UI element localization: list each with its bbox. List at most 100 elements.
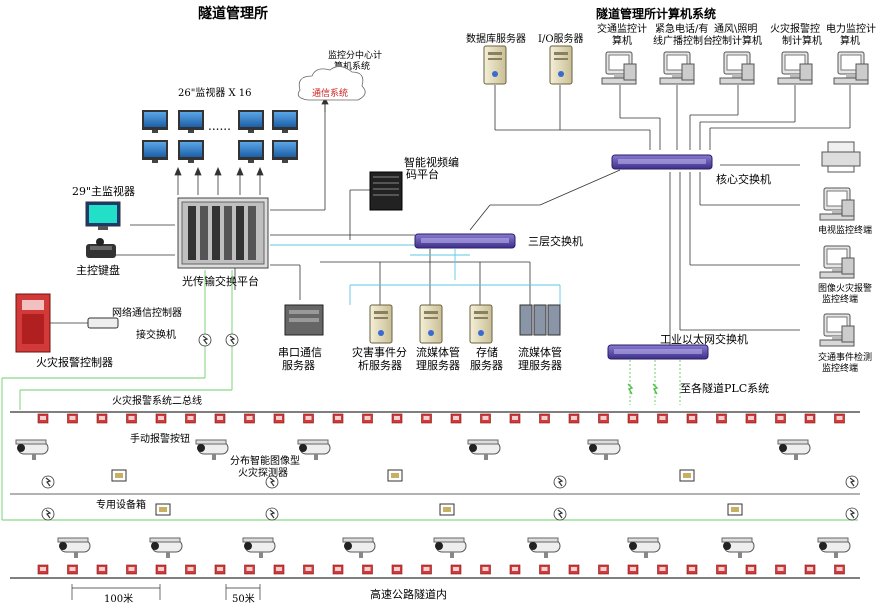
monitors-label: 26"监视器 X 16 bbox=[178, 86, 252, 99]
manual-alarm-button bbox=[627, 564, 639, 575]
manual-alarm-button bbox=[155, 413, 167, 424]
camera-icon bbox=[57, 537, 91, 559]
layer3-switch bbox=[414, 233, 516, 249]
camera-icon bbox=[15, 439, 49, 461]
manual-alarm-button bbox=[568, 413, 580, 424]
left-title: 隧道管理所 bbox=[198, 5, 268, 22]
tv-terminal-label: 电视监控终端 bbox=[818, 224, 872, 236]
dimension-lines bbox=[71, 584, 261, 600]
cyan-links bbox=[270, 244, 561, 305]
fire-pc-l1: 火灾报警控 bbox=[770, 22, 820, 35]
core-switch bbox=[611, 154, 713, 170]
power-pc-l2: 算机 bbox=[840, 34, 860, 47]
vent-pc-l1: 通风\照明 bbox=[714, 23, 757, 35]
manual-alarm-button bbox=[244, 564, 255, 575]
equipment-box-icon bbox=[387, 469, 403, 482]
manual-alarm-button bbox=[598, 564, 609, 575]
manual-alarm-button bbox=[716, 564, 727, 575]
camera-icon bbox=[777, 439, 811, 461]
media1-l2: 理服务器 bbox=[416, 359, 460, 372]
camera-icon bbox=[342, 537, 376, 559]
manual-alarm-button bbox=[627, 413, 639, 424]
manual-alarm-button bbox=[362, 564, 373, 575]
manual-alarm-button bbox=[539, 413, 550, 424]
manual-alarm-button bbox=[67, 564, 78, 575]
industrial-switch bbox=[607, 344, 709, 360]
plc-label: 至各隧道PLC系统 bbox=[680, 381, 769, 395]
manual-alarm-button bbox=[96, 564, 108, 575]
disaster-l1: 灾害事件分 bbox=[352, 345, 407, 359]
manual-alarm-button bbox=[834, 564, 845, 575]
manual-buttons-bottom bbox=[37, 564, 845, 575]
network-links bbox=[110, 85, 851, 345]
manual-alarm-button bbox=[185, 413, 196, 424]
storage-l1: 存储 bbox=[476, 345, 498, 359]
manual-alarm-button bbox=[185, 564, 196, 575]
camera-icon bbox=[721, 537, 755, 559]
dim-50: 50米 bbox=[232, 592, 255, 605]
manual-alarm-button bbox=[480, 413, 491, 424]
manual-alarm-button bbox=[568, 564, 580, 575]
bolt-icon bbox=[553, 507, 567, 521]
manual-alarm-button bbox=[775, 564, 786, 575]
industrial-switch-label: 工业以太网交换机 bbox=[660, 332, 748, 346]
manual-alarm-button bbox=[273, 413, 285, 424]
codec-l1: 智能视频编 bbox=[404, 155, 459, 169]
layer3-switch-label: 三层交换机 bbox=[528, 234, 583, 248]
manual-alarm-button bbox=[834, 413, 845, 424]
camera-icon bbox=[817, 537, 851, 559]
manual-alarm-button bbox=[37, 564, 49, 575]
bolt-icon bbox=[265, 475, 279, 489]
net-ctrl-l1: 网络通信控制器 bbox=[112, 306, 182, 319]
bolt-icon bbox=[553, 475, 567, 489]
io-server bbox=[549, 45, 573, 85]
keyboard-label: 主控键盘 bbox=[76, 263, 120, 277]
manual-alarm-button bbox=[450, 564, 462, 575]
manual-alarm-button bbox=[37, 413, 49, 424]
detector-l2: 火灾探测器 bbox=[238, 466, 288, 479]
main-monitor-label: 29"主监视器 bbox=[72, 184, 135, 198]
manual-alarm-button bbox=[509, 413, 521, 424]
media1-l1: 流媒体管 bbox=[416, 345, 460, 359]
tunnel-label: 高速公路隧道内 bbox=[370, 587, 447, 601]
fire-bus-label: 火灾报警系统二总线 bbox=[112, 394, 202, 407]
green-links bbox=[1, 270, 858, 521]
manual-alarm-button bbox=[657, 413, 668, 424]
net-ctrl-l2: 接交换机 bbox=[136, 328, 176, 341]
io-server-label: I/O服务器 bbox=[538, 32, 584, 45]
manual-alarm-button bbox=[686, 564, 698, 575]
manual-alarm-button bbox=[775, 413, 786, 424]
terminal-computers bbox=[819, 187, 855, 347]
bolt-icon bbox=[41, 475, 55, 489]
manual-alarm-button bbox=[126, 564, 137, 575]
manual-alarm-button bbox=[332, 564, 344, 575]
manual-alarm-button bbox=[480, 564, 491, 575]
bolt-icon bbox=[845, 475, 859, 489]
traffic-pc-l2: 算机 bbox=[612, 34, 632, 47]
detector-cameras-row1 bbox=[15, 439, 811, 482]
fire-controller-icon bbox=[15, 293, 51, 353]
manual-alarm-button bbox=[362, 413, 373, 424]
disaster-l2: 析服务器 bbox=[358, 358, 402, 372]
bolt-icon bbox=[265, 507, 279, 521]
manual-alarm-button bbox=[598, 413, 609, 424]
manual-alarm-button bbox=[686, 413, 698, 424]
cloud-icon bbox=[297, 66, 366, 101]
camera-icon bbox=[433, 537, 467, 559]
manual-alarm-button bbox=[509, 564, 521, 575]
img-terminal-l2: 监控终端 bbox=[822, 293, 858, 305]
power-pc-l1: 电力监控计 bbox=[826, 22, 876, 35]
db-server-label: 数据库服务器 bbox=[466, 32, 526, 45]
serial-l2: 服务器 bbox=[282, 359, 315, 372]
camera-icon bbox=[149, 537, 183, 559]
bolt-icon bbox=[225, 333, 239, 347]
manual-buttons-row bbox=[37, 413, 845, 424]
manual-alarm-button bbox=[273, 564, 285, 575]
svg-text:......: ...... bbox=[208, 119, 231, 133]
media2-l1: 流媒体管 bbox=[518, 345, 562, 359]
cloud-label: 通信系统 bbox=[312, 87, 348, 99]
serial-server-icon bbox=[284, 304, 324, 336]
keyboard-icon bbox=[86, 238, 116, 258]
optical-platform-label: 光传输交换平台 bbox=[182, 274, 259, 288]
